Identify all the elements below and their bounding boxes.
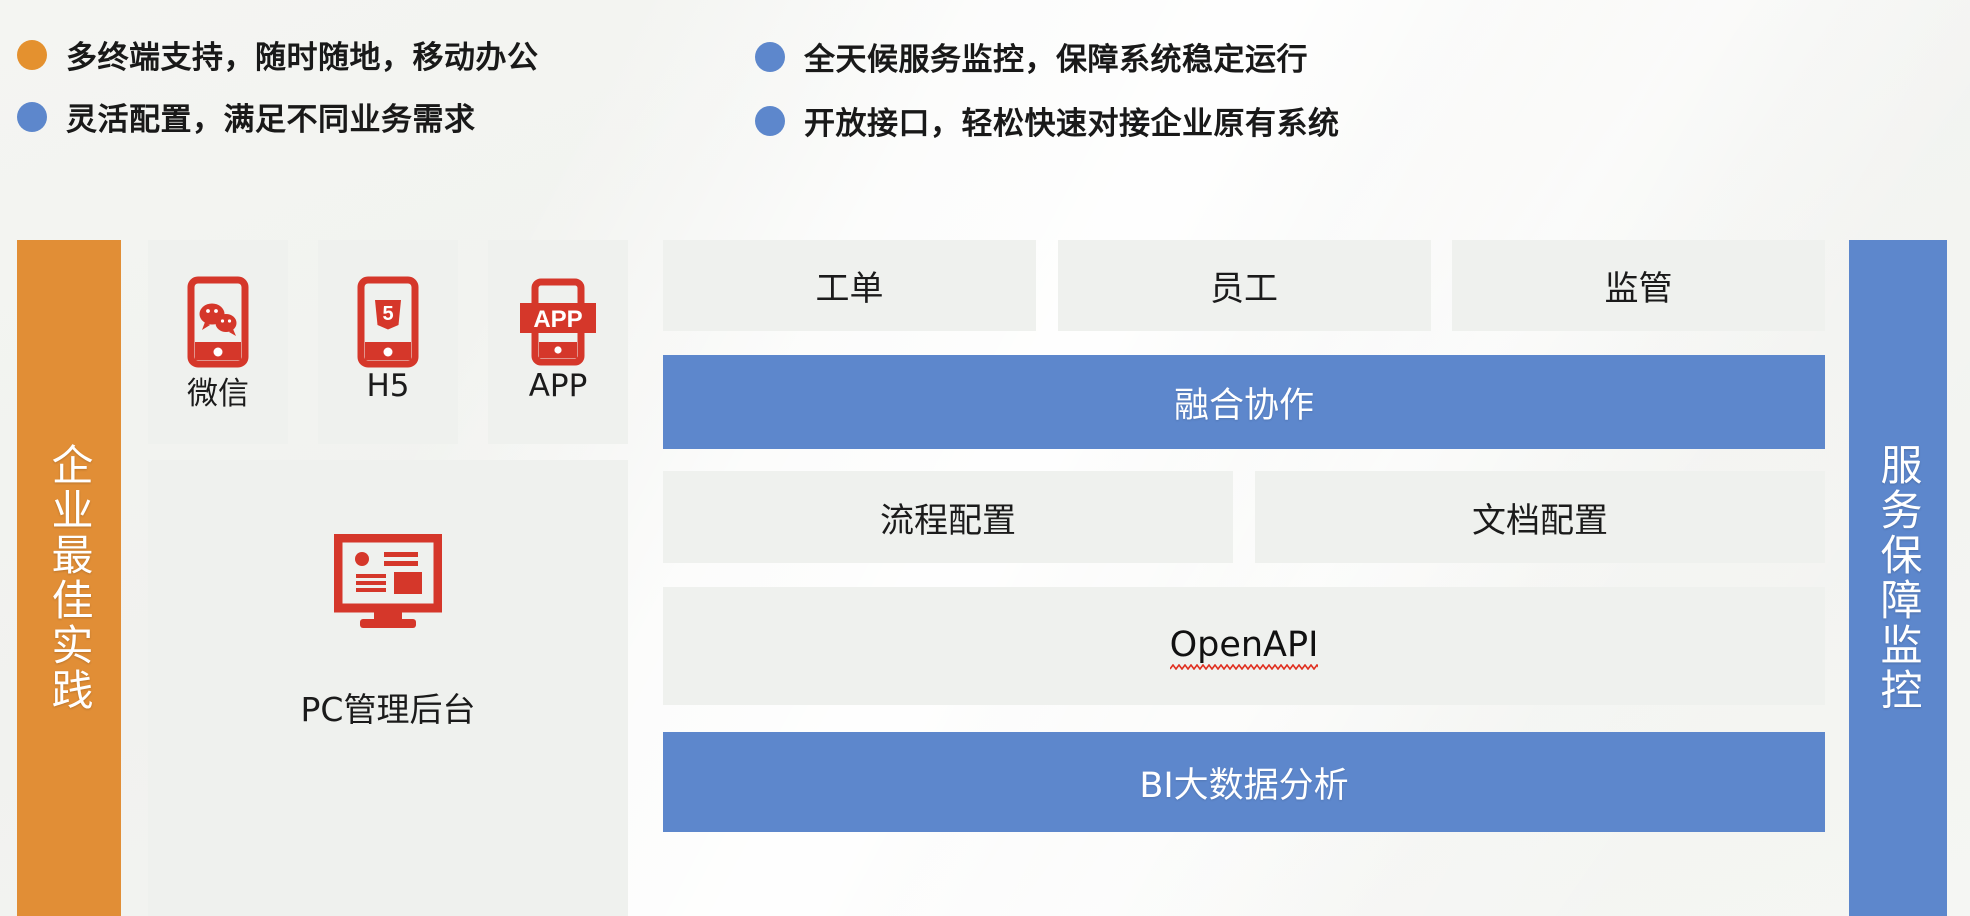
feature-bullet-label: 全天候服务监控，保障系统稳定运行 (804, 42, 1308, 78)
capability-cell-openapi[interactable]: OpenAPI (663, 587, 1825, 705)
capability-row-openapi: OpenAPI (663, 587, 1825, 705)
sidebar-enterprise-best-practice: 企业最佳实践 (17, 240, 121, 916)
capability-row-config: 流程配置 文档配置 (663, 471, 1825, 563)
device-card-app[interactable]: APP APP (488, 240, 628, 444)
bullet-dot-icon (17, 101, 47, 132)
device-card-label: H5 (366, 368, 410, 404)
sidebar-left-label: 企业最佳实践 (44, 443, 94, 713)
wechat-phone-icon (187, 276, 249, 368)
device-card-pc-admin[interactable]: PC管理后台 (148, 460, 628, 916)
feature-bullet-label: 开放接口，轻松快速对接企业原有系统 (804, 106, 1340, 142)
device-channel-column: 微信 5 H5 (148, 240, 628, 916)
feature-bullets-header: 多终端支持，随时随地，移动办公 灵活配置，满足不同业务需求 全天候服务监控，保障… (0, 0, 1970, 185)
capability-cell-document-config[interactable]: 文档配置 (1255, 471, 1825, 563)
device-card-label: PC管理后台 (300, 690, 476, 729)
capability-cell-ticket[interactable]: 工单 (663, 240, 1036, 331)
bullet-dot-icon (755, 41, 785, 72)
bullet-dot-icon (17, 39, 47, 70)
openapi-label-wrapper: OpenAPI (1169, 624, 1319, 670)
sidebar-right-label: 服务保障监控 (1873, 443, 1923, 713)
device-card-label: 微信 (187, 376, 249, 412)
feature-bullet-label: 灵活配置，满足不同业务需求 (66, 102, 476, 138)
feature-bullet-2: 全天候服务监控，保障系统稳定运行 (755, 34, 1308, 79)
bullet-dot-icon (755, 105, 785, 136)
feature-bullet-label: 多终端支持，随时随地，移动办公 (66, 40, 539, 76)
device-card-row: 微信 5 H5 (148, 240, 628, 444)
capability-cell-process-config[interactable]: 流程配置 (663, 471, 1233, 563)
feature-bullet-0: 多终端支持，随时随地，移动办公 (17, 32, 539, 77)
html5-phone-icon: 5 (357, 276, 419, 368)
capability-row-modules: 工单 员工 监管 (663, 240, 1825, 331)
device-card-h5[interactable]: 5 H5 (318, 240, 458, 444)
desktop-monitor-icon (333, 533, 443, 635)
svg-text:APP: APP (533, 306, 582, 333)
device-card-wechat[interactable]: 微信 (148, 240, 288, 444)
sidebar-service-monitoring: 服务保障监控 (1849, 240, 1947, 916)
capability-cell-fusion-collaboration[interactable]: 融合协作 (663, 355, 1825, 449)
capability-row-fusion: 融合协作 (663, 355, 1825, 449)
feature-bullet-3: 开放接口，轻松快速对接企业原有系统 (755, 98, 1340, 143)
svg-text:5: 5 (382, 303, 393, 325)
capability-row-bi: BI大数据分析 (663, 732, 1825, 832)
app-tablet-icon: APP (518, 276, 598, 368)
spellcheck-squiggle-icon (1169, 663, 1319, 670)
capability-cell-employee[interactable]: 员工 (1057, 240, 1431, 331)
device-card-label: APP (528, 368, 588, 404)
capability-stack: 工单 员工 监管 融合协作 流程配置 文档配置 OpenAPI BI大数据分析 (663, 240, 1825, 916)
feature-bullet-1: 灵活配置，满足不同业务需求 (17, 94, 476, 139)
openapi-label: OpenAPI (1169, 624, 1319, 665)
capability-cell-bi-analytics[interactable]: BI大数据分析 (663, 732, 1825, 832)
capability-cell-supervision[interactable]: 监管 (1452, 240, 1825, 331)
